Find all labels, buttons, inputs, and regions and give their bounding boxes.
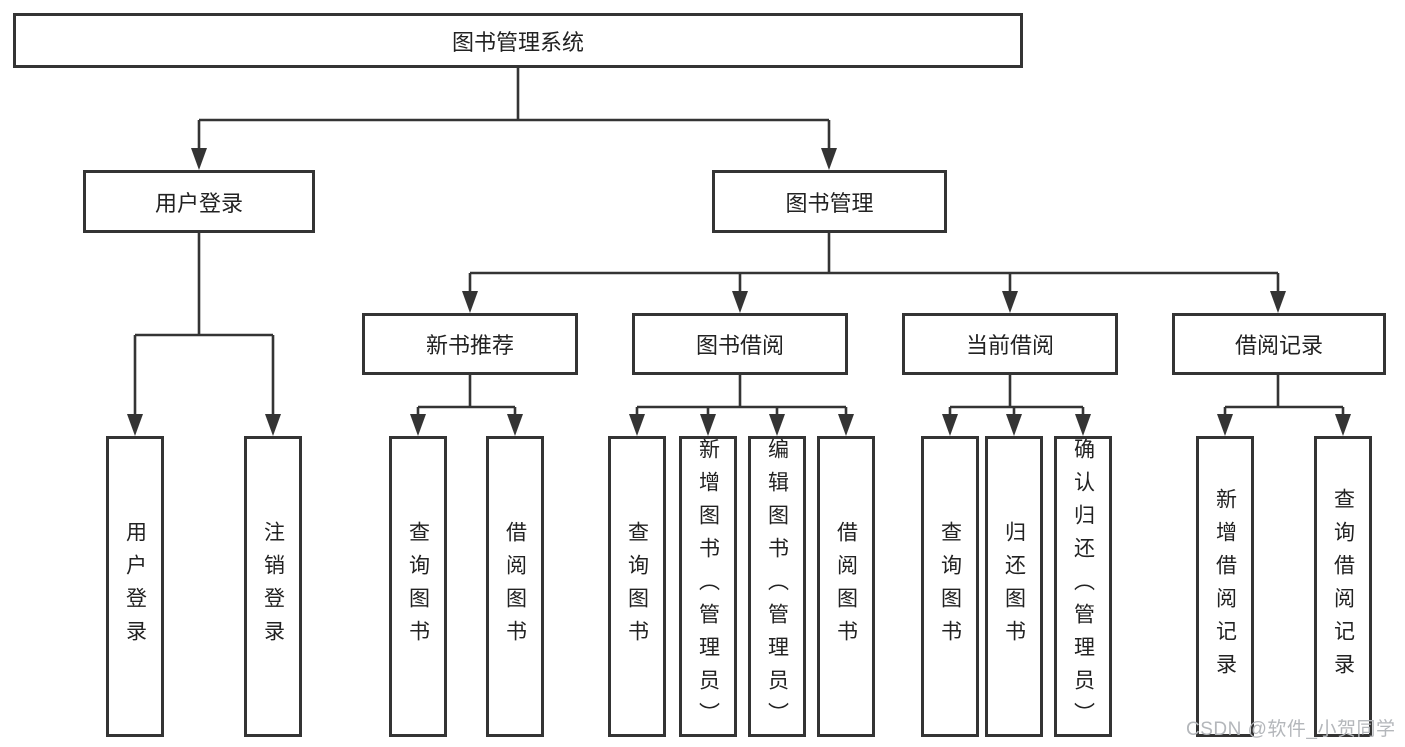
leaf-recommend-query-books: 查询图书 <box>389 436 447 737</box>
node-borrow-records: 借阅记录 <box>1172 313 1386 375</box>
leaf-add-books-admin: 新增图书（管理员） <box>679 436 737 737</box>
connector-book-management <box>462 233 1286 313</box>
leaf-current-query-books-label: 查询图书 <box>938 520 962 653</box>
leaf-borrow-books: 借阅图书 <box>817 436 875 737</box>
node-new-book-recommend: 新书推荐 <box>362 313 578 375</box>
leaf-add-borrow-record-label: 新增借阅记录 <box>1213 487 1237 686</box>
node-book-management: 图书管理 <box>712 170 947 233</box>
leaf-logout: 注销登录 <box>244 436 302 737</box>
connector-root <box>191 68 837 170</box>
leaf-edit-books-admin-label: 编辑图书（管理员） <box>765 438 789 735</box>
leaf-user-login-label: 用户登录 <box>123 520 147 653</box>
node-root-label: 图书管理系统 <box>451 29 584 55</box>
leaf-return-books-label: 归还图书 <box>1002 520 1026 653</box>
connector-borrow-records <box>1217 375 1351 436</box>
connector-book-borrow <box>629 375 854 436</box>
leaf-recommend-query-books-label: 查询图书 <box>406 520 430 653</box>
node-root: 图书管理系统 <box>13 13 1023 68</box>
leaf-recommend-borrow-books: 借阅图书 <box>486 436 544 737</box>
leaf-add-borrow-record: 新增借阅记录 <box>1196 436 1254 737</box>
leaf-borrow-books-label: 借阅图书 <box>834 520 858 653</box>
leaf-borrow-query-books: 查询图书 <box>608 436 666 737</box>
node-current-borrow: 当前借阅 <box>902 313 1118 375</box>
leaf-return-books: 归还图书 <box>985 436 1043 737</box>
leaf-add-books-admin-label: 新增图书（管理员） <box>696 438 720 735</box>
node-new-book-recommend-label: 新书推荐 <box>425 333 514 358</box>
leaf-edit-books-admin: 编辑图书（管理员） <box>748 436 806 737</box>
connector-current-borrow <box>942 375 1091 436</box>
leaf-query-borrow-record-label: 查询借阅记录 <box>1331 487 1355 686</box>
node-borrow-records-label: 借阅记录 <box>1234 333 1323 358</box>
connector-user-login <box>127 233 281 436</box>
leaf-confirm-return-admin: 确认归还（管理员） <box>1054 436 1112 737</box>
leaf-current-query-books: 查询图书 <box>921 436 979 737</box>
leaf-borrow-query-books-label: 查询图书 <box>625 520 649 653</box>
leaf-confirm-return-admin-label: 确认归还（管理员） <box>1071 438 1095 735</box>
node-user-login: 用户登录 <box>83 170 315 233</box>
node-user-login-label: 用户登录 <box>154 190 243 216</box>
node-current-borrow-label: 当前借阅 <box>965 333 1054 358</box>
node-book-borrow-label: 图书借阅 <box>695 333 784 358</box>
leaf-logout-label: 注销登录 <box>261 520 285 653</box>
leaf-query-borrow-record: 查询借阅记录 <box>1314 436 1372 737</box>
node-book-management-label: 图书管理 <box>785 190 874 216</box>
node-book-borrow: 图书借阅 <box>632 313 848 375</box>
leaf-recommend-borrow-books-label: 借阅图书 <box>503 520 527 653</box>
connector-new-book-recommend <box>410 375 523 436</box>
leaf-user-login: 用户登录 <box>106 436 164 737</box>
csdn-watermark: CSDN @软件_小贺同学 <box>1186 719 1396 740</box>
